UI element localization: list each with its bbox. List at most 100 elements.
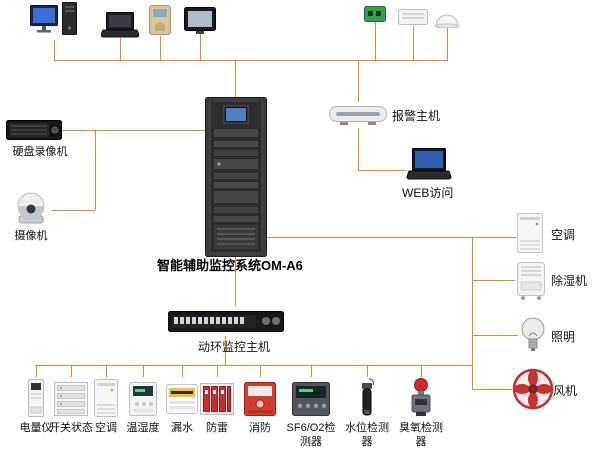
connector-line xyxy=(235,60,236,97)
switch-status-label: 开关状态 xyxy=(49,422,93,434)
ozone-detector-icon xyxy=(411,378,431,416)
green-io-module-icon xyxy=(364,6,386,22)
connector-line xyxy=(472,280,515,281)
fan-icon xyxy=(512,368,554,410)
laptop xyxy=(100,12,140,43)
alarm-host-icon xyxy=(329,106,387,125)
temp-humidity-icon xyxy=(129,382,157,416)
system-title: 智能辅助监控系统OM-A6 xyxy=(157,258,303,273)
fire-protection-label: 消防 xyxy=(249,422,271,434)
sf6-o2-detector xyxy=(291,380,331,423)
water-leak-icon xyxy=(166,384,198,414)
sf6-o2-detector-label: SF6/O2检测器 xyxy=(286,422,336,448)
switch-status xyxy=(53,380,89,423)
connector-line xyxy=(421,365,422,377)
server-cabinet-icon xyxy=(205,97,267,257)
fire-protection-icon xyxy=(244,382,276,416)
env-monitor-host-label: 动环监控主机 xyxy=(197,340,270,354)
workstation xyxy=(30,2,78,45)
connector-line xyxy=(472,389,512,390)
connector-line xyxy=(413,26,414,60)
water-level-detector-icon xyxy=(362,378,375,416)
air-conditioner-label: 空调 xyxy=(551,228,576,242)
dvr-icon xyxy=(6,120,62,140)
fire-protection xyxy=(243,380,277,423)
dvr-label: 硬盘录像机 xyxy=(12,146,68,158)
dehumidifier-icon xyxy=(517,262,545,300)
power-meter xyxy=(25,377,47,424)
connector-line xyxy=(182,365,183,377)
temp-humidity-label: 温湿度 xyxy=(126,422,160,434)
env-monitor-host xyxy=(168,306,284,341)
lighting xyxy=(520,316,546,359)
dome-speaker-icon xyxy=(434,14,460,29)
camera-label: 摄像机 xyxy=(14,230,48,242)
lighting-label: 照明 xyxy=(551,330,576,344)
touch-panel-icon xyxy=(184,7,216,34)
camera-icon xyxy=(17,192,45,224)
connector-line xyxy=(375,22,376,60)
monitoring-cabinet xyxy=(205,97,267,262)
connector-line xyxy=(35,365,472,366)
connector-line xyxy=(225,336,226,365)
connector-line xyxy=(200,34,201,60)
connector-line xyxy=(54,40,55,60)
switch-icon xyxy=(168,311,284,332)
green-io-module xyxy=(364,6,386,27)
ozone-detector xyxy=(404,376,438,423)
light-bulb-icon xyxy=(521,317,545,351)
web-access-label: WEB访问 xyxy=(402,186,454,200)
white-io-module-icon xyxy=(398,9,428,25)
connector-line xyxy=(358,170,406,171)
white-io-module xyxy=(398,7,428,32)
dome-speaker xyxy=(434,10,460,33)
connector-line xyxy=(120,38,121,60)
connector-line xyxy=(358,60,359,102)
connector-line xyxy=(54,60,448,61)
connector-line xyxy=(217,365,218,377)
dehumidifier-label: 除湿机 xyxy=(551,274,588,288)
connector-line xyxy=(260,365,261,377)
laptop-icon xyxy=(100,12,140,38)
lightning-protection xyxy=(199,380,235,423)
sf6-o2-detector-icon xyxy=(292,382,330,416)
power-meter-icon xyxy=(28,379,44,417)
connector-line xyxy=(235,257,236,306)
access-terminal-icon xyxy=(149,5,171,35)
ac-sensor-label: 空调 xyxy=(95,422,117,434)
web-laptop-icon xyxy=(406,148,452,180)
connector-line xyxy=(447,28,448,60)
connector-line xyxy=(367,365,368,377)
temp-humidity xyxy=(128,380,158,423)
connector-line xyxy=(267,237,516,238)
fan-label: 风机 xyxy=(553,384,578,398)
air-conditioner-icon xyxy=(517,213,543,253)
access-terminal xyxy=(146,3,174,42)
connector-line xyxy=(143,365,144,377)
water-leak xyxy=(165,380,199,423)
connector-line xyxy=(36,365,37,377)
ac-sensor-icon xyxy=(94,379,118,417)
alarm-host-label: 报警主机 xyxy=(392,109,441,123)
web-laptop xyxy=(406,148,452,187)
switch-status-icon xyxy=(54,382,88,416)
water-leak-label: 漏水 xyxy=(171,422,193,434)
connector-line xyxy=(95,130,96,210)
camera xyxy=(10,190,52,233)
water-level-detector-label: 水位检测器 xyxy=(345,422,389,448)
connector-line xyxy=(62,130,205,131)
connector-line xyxy=(472,335,518,336)
connector-line xyxy=(311,365,312,377)
workstation-icon xyxy=(30,2,77,35)
connector-line xyxy=(71,365,72,377)
water-level-detector xyxy=(355,377,379,424)
air-conditioner xyxy=(516,212,544,259)
lightning-protection-label: 防雷 xyxy=(206,422,228,434)
connector-line xyxy=(52,210,95,211)
alarm-host xyxy=(328,102,388,133)
dvr xyxy=(6,118,62,147)
fan xyxy=(512,368,554,415)
power-meter-label: 电量仪 xyxy=(19,422,53,434)
connector-line xyxy=(106,365,107,377)
